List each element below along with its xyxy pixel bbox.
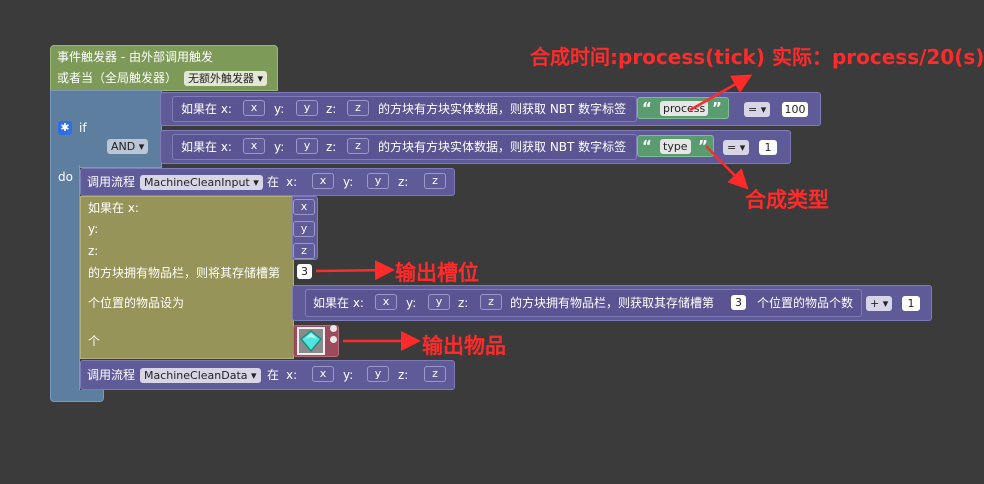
annotation-output-slot: 输出槽位 bbox=[395, 261, 479, 285]
procedure-dropdown-1[interactable]: MachineCleanInput ▾ bbox=[140, 175, 263, 190]
tag-string-process[interactable]: “ process ” bbox=[637, 97, 729, 119]
set-x[interactable]: x bbox=[293, 199, 315, 215]
event-trigger-block[interactable] bbox=[50, 45, 278, 91]
call2-xlabel: x: bbox=[286, 368, 298, 382]
cond2-zlabel: z: bbox=[326, 140, 337, 154]
and-dropdown[interactable]: AND ▾ bbox=[107, 139, 149, 154]
count-text2: 个位置的物品个数 bbox=[757, 296, 854, 310]
call2-zlabel: z: bbox=[398, 368, 409, 382]
cond1-ylabel: y: bbox=[274, 102, 285, 116]
set-line-z: z: bbox=[88, 244, 99, 258]
set-line-item: 个位置的物品设为 bbox=[88, 296, 185, 310]
count-x[interactable]: x bbox=[375, 294, 397, 310]
add-icon[interactable] bbox=[330, 325, 337, 332]
count-zlabel: z: bbox=[458, 296, 469, 310]
cond2-x[interactable]: x bbox=[243, 138, 265, 154]
call1-z[interactable]: z bbox=[424, 173, 446, 189]
close-quote-icon: ” bbox=[712, 99, 722, 117]
set-item-block[interactable] bbox=[80, 196, 294, 359]
if-block-spine bbox=[50, 165, 80, 397]
cond1-z[interactable]: z bbox=[347, 100, 369, 116]
event-title: 事件触发器 - 由外部调用触发 bbox=[57, 50, 213, 64]
count-y[interactable]: y bbox=[428, 294, 450, 310]
call1-ylabel: y: bbox=[343, 175, 354, 189]
call2-at: 在 bbox=[267, 368, 280, 382]
set-line-count: 个 bbox=[88, 334, 101, 348]
cond2-ylabel: y: bbox=[274, 140, 285, 154]
item-count-query[interactable] bbox=[305, 289, 862, 317]
set-line-y: y: bbox=[88, 222, 99, 236]
set-line-x: 如果在 x: bbox=[88, 201, 139, 215]
cond1-operator[interactable]: = ▾ bbox=[744, 102, 771, 117]
tag-text[interactable]: process bbox=[660, 101, 709, 116]
count-text1: 的方块拥有物品栏，则获取其存储槽第 bbox=[510, 296, 715, 310]
call2-prefix: 调用流程 bbox=[87, 368, 136, 382]
output-slot-value[interactable]: 3 bbox=[297, 264, 312, 279]
cond1-y[interactable]: y bbox=[296, 100, 318, 116]
cond2-y[interactable]: y bbox=[296, 138, 318, 154]
trigger-dropdown[interactable]: 无额外触发器 ▾ bbox=[184, 71, 268, 86]
open-quote-icon: “ bbox=[642, 99, 652, 117]
tag-string-type[interactable]: “ type ” bbox=[637, 135, 714, 157]
if-label: if bbox=[79, 121, 87, 135]
call1-xlabel: x: bbox=[286, 175, 298, 189]
tag-text[interactable]: type bbox=[660, 139, 691, 154]
gear-icon[interactable]: ✱ bbox=[58, 121, 72, 135]
cond1-x[interactable]: x bbox=[243, 100, 265, 116]
cond1-value[interactable]: 100 bbox=[782, 102, 808, 117]
arrow-to-slot bbox=[315, 260, 395, 281]
cond1-text: 的方块有方块实体数据，则获取 NBT 数字标签 bbox=[378, 102, 627, 116]
call1-x[interactable]: x bbox=[312, 173, 334, 189]
event-subtitle: 或者当（全局触发器） bbox=[57, 71, 178, 85]
cond2-prefix: 如果在 x: bbox=[181, 140, 232, 154]
call1-y[interactable]: y bbox=[367, 173, 389, 189]
count-slot-value[interactable]: 3 bbox=[731, 295, 746, 310]
count-value[interactable]: 1 bbox=[902, 296, 920, 311]
set-z[interactable]: z bbox=[293, 243, 315, 259]
close-quote-icon: ” bbox=[698, 137, 708, 155]
annotation-output-item: 输出物品 bbox=[422, 334, 506, 358]
if-block-bottom bbox=[50, 390, 104, 402]
remove-icon[interactable] bbox=[330, 336, 337, 343]
set-line-slot: 的方块拥有物品栏，则将其存储槽第 bbox=[88, 266, 281, 280]
cond1-zlabel: z: bbox=[326, 102, 337, 116]
cond2-text: 的方块有方块实体数据，则获取 NBT 数字标签 bbox=[378, 140, 627, 154]
call2-z[interactable]: z bbox=[424, 366, 446, 382]
call1-zlabel: z: bbox=[398, 175, 409, 189]
count-ylabel: y: bbox=[406, 296, 417, 310]
call2-x[interactable]: x bbox=[312, 366, 334, 382]
count-operator[interactable]: + ▾ bbox=[866, 296, 893, 311]
open-quote-icon: “ bbox=[642, 137, 652, 155]
call1-at: 在 bbox=[267, 175, 280, 189]
cond2-operator[interactable]: = ▾ bbox=[723, 140, 750, 155]
procedure-dropdown-2[interactable]: MachineCleanData ▾ bbox=[140, 368, 261, 383]
count-z[interactable]: z bbox=[480, 294, 502, 310]
call2-y[interactable]: y bbox=[367, 366, 389, 382]
diamond-icon bbox=[299, 330, 323, 353]
set-y[interactable]: y bbox=[293, 221, 315, 237]
annotation-craft-type: 合成类型 bbox=[745, 188, 829, 212]
call2-ylabel: y: bbox=[343, 368, 354, 382]
do-label: do bbox=[58, 170, 73, 184]
cond2-z[interactable]: z bbox=[347, 138, 369, 154]
count-prefix: 如果在 x: bbox=[313, 296, 364, 310]
item-slot[interactable] bbox=[297, 327, 325, 355]
call1-prefix: 调用流程 bbox=[87, 175, 136, 189]
annotation-craft-time: 合成时间:process(tick) 实际：process/20(s) bbox=[530, 45, 984, 69]
cond1-prefix: 如果在 x: bbox=[181, 102, 232, 116]
cond2-value[interactable]: 1 bbox=[759, 140, 777, 155]
